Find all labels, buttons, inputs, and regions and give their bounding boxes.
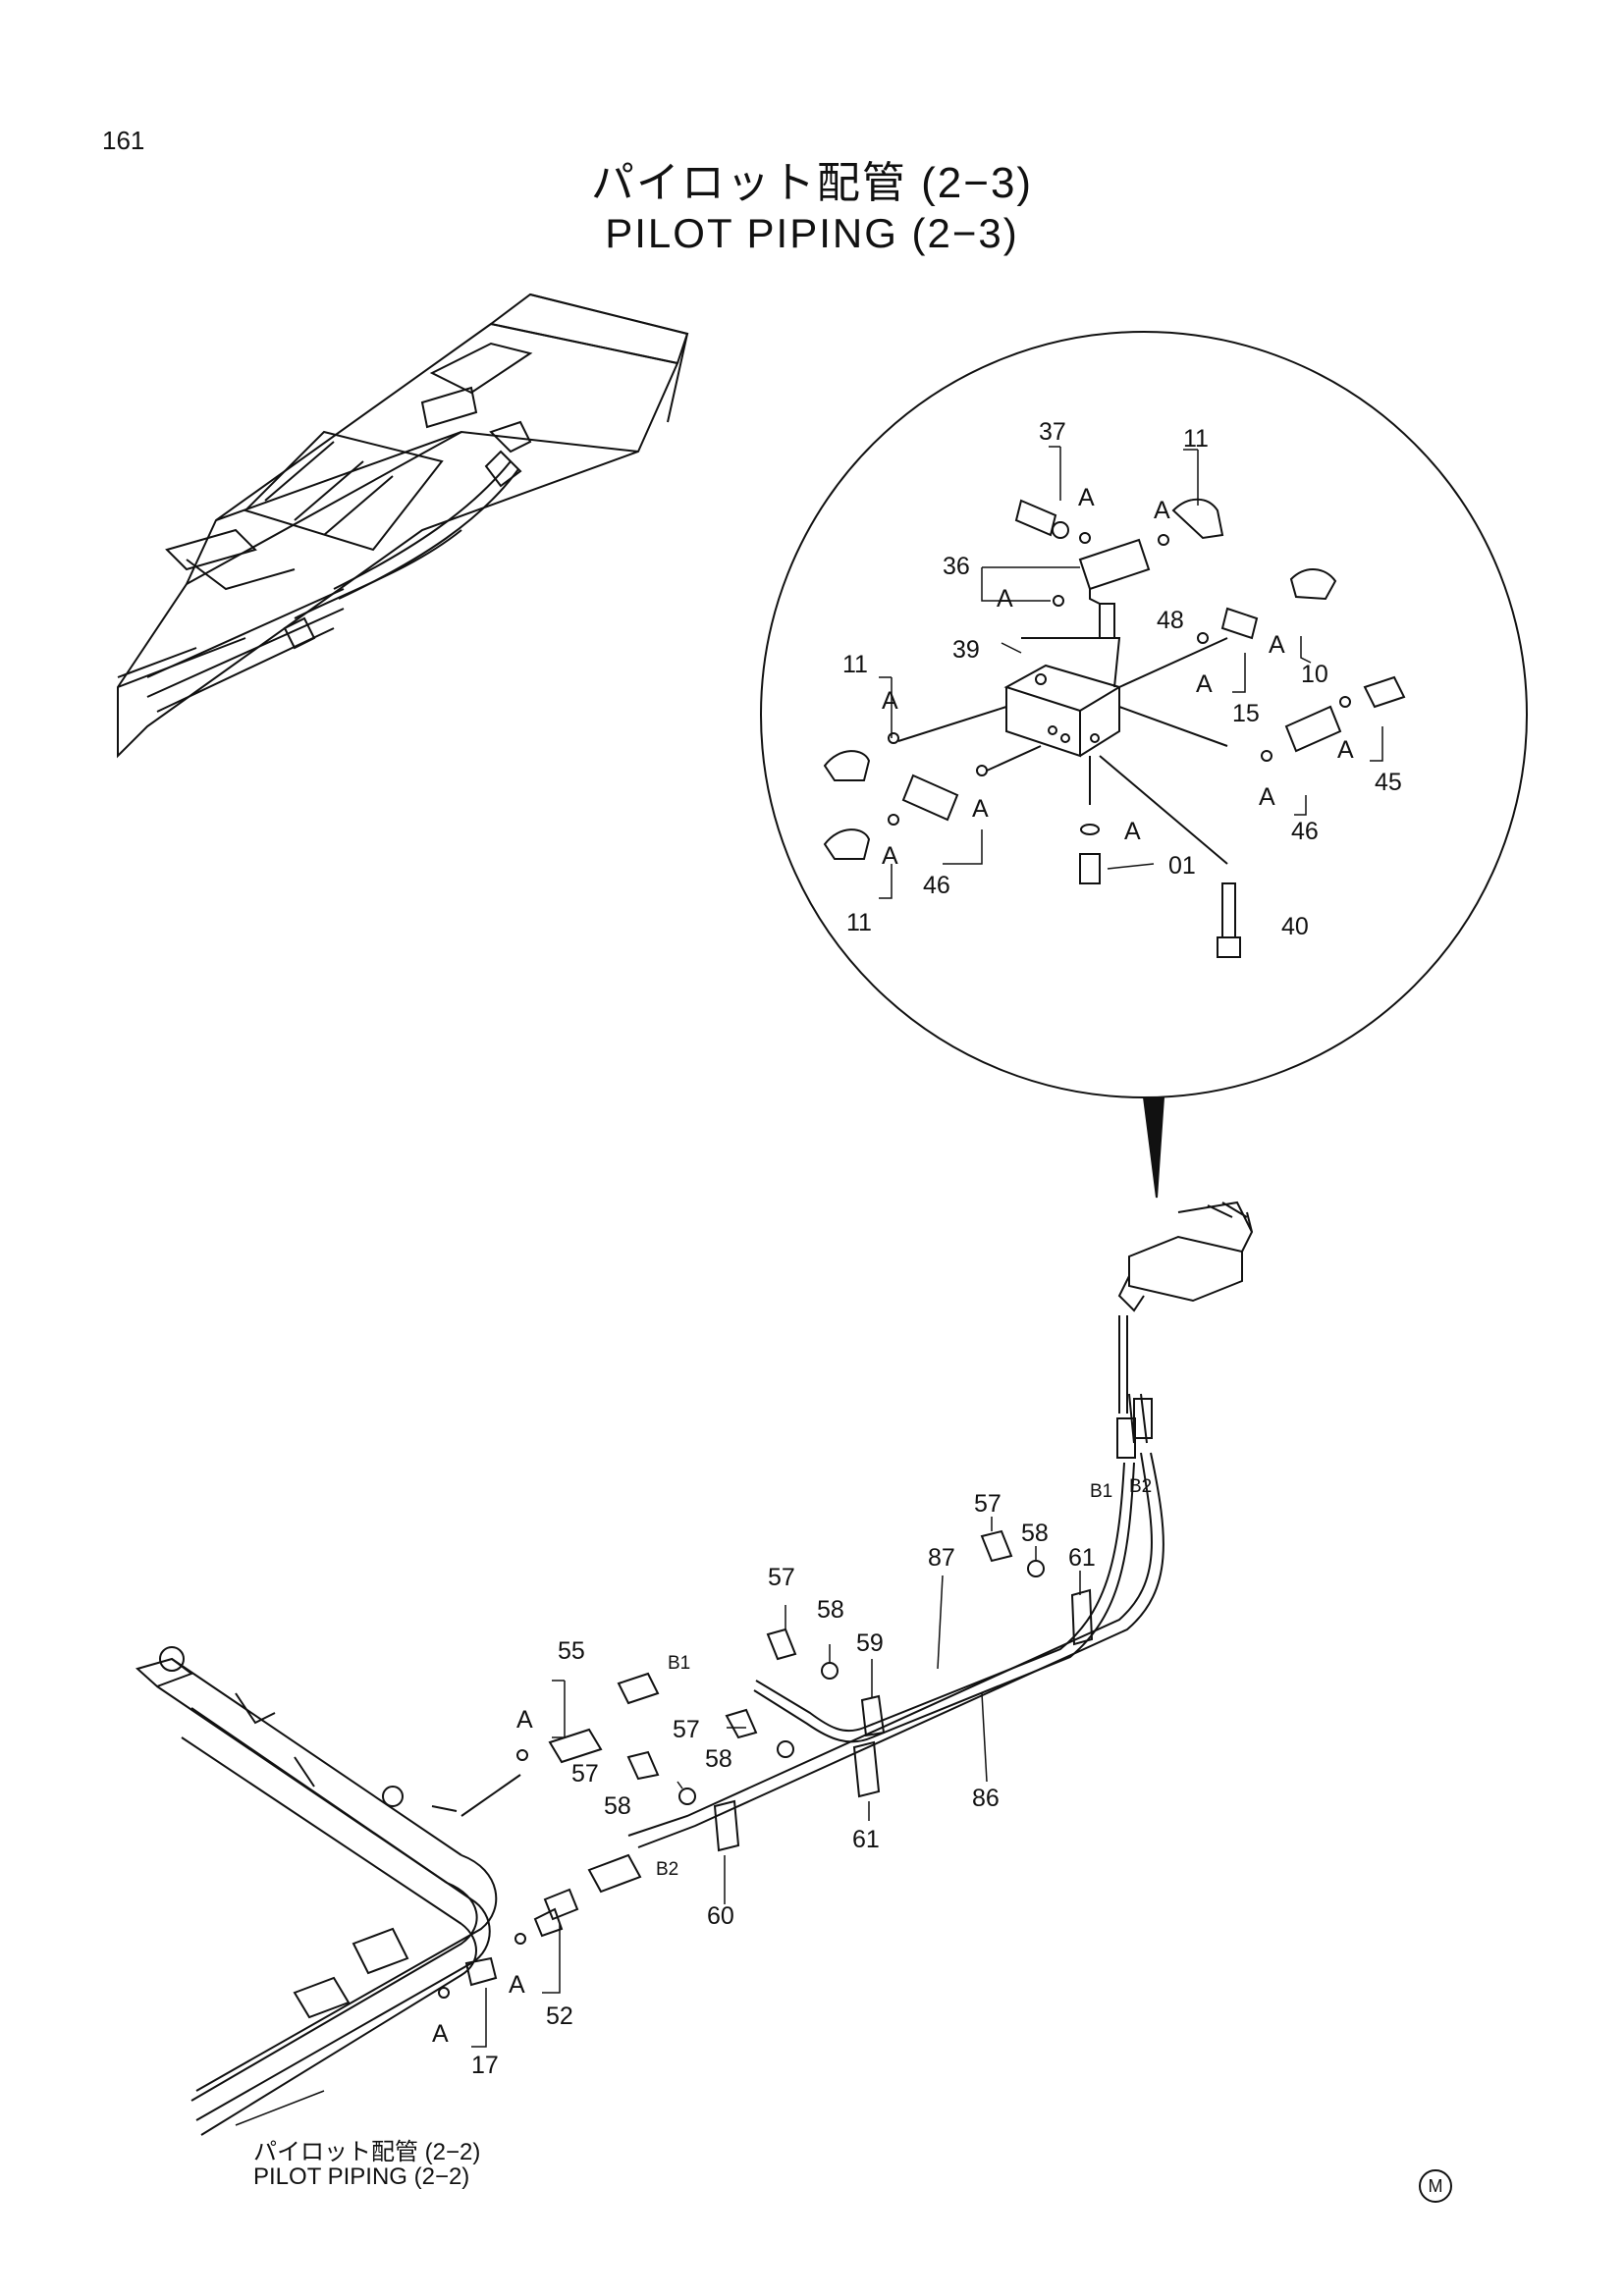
callout-37: 37	[1039, 418, 1066, 446]
callout-58-top: 58	[1021, 1520, 1049, 1547]
marker-a-46-right: A	[1259, 783, 1275, 811]
detail-fittings	[823, 498, 1406, 958]
detail-labels: 37 11 36 48 39 15 10 11 45 46 46 01 40 1…	[842, 418, 1402, 940]
callout-39: 39	[952, 636, 980, 664]
cross-reference-english: PILOT PIPING (2−2)	[253, 2163, 470, 2190]
callout-57-mid: 57	[768, 1564, 795, 1591]
callout-60: 60	[707, 1902, 734, 1930]
callout-48: 48	[1157, 607, 1184, 634]
callout-36: 36	[943, 553, 970, 580]
callout-87: 87	[928, 1544, 955, 1572]
callout-57-lower: 57	[673, 1716, 700, 1743]
hose-end-b1-left: B1	[668, 1653, 690, 1674]
valve-block-39	[1003, 664, 1122, 758]
corner-circled-mark: M	[1419, 2169, 1452, 2203]
callout-11-left-top: 11	[842, 651, 868, 678]
page-title-english: PILOT PIPING (2−3)	[605, 210, 1019, 256]
marker-a-45: A	[1337, 736, 1354, 764]
marker-a-52: A	[509, 1971, 525, 1999]
callout-58-mid: 58	[817, 1596, 844, 1624]
callout-46-left: 46	[923, 872, 950, 899]
marker-a-11-left-top: A	[882, 687, 898, 715]
detail-leader-lines	[879, 446, 1383, 899]
detail-pointer	[1142, 1096, 1165, 1199]
callout-61-bottom: 61	[852, 1826, 880, 1853]
callout-52: 52	[546, 2002, 573, 2030]
marker-a-11-top: A	[1154, 497, 1170, 524]
callout-86: 86	[972, 1785, 1000, 1812]
marker-a-36: A	[997, 585, 1013, 613]
marker-a-46-left: A	[972, 795, 989, 823]
detail-view-circle	[760, 331, 1528, 1098]
cross-reference-japanese: パイロット配管 (2−2)	[253, 2139, 481, 2165]
pilot-hoses	[438, 1315, 1164, 1999]
marker-a-37: A	[1078, 484, 1095, 511]
callout-01: 01	[1168, 852, 1196, 880]
callout-61-top: 61	[1068, 1544, 1096, 1572]
main-labels: 57 58 61 87 57 58 59 55 57 58 57 58 86 6…	[432, 1476, 1152, 2079]
callout-59: 59	[856, 1629, 884, 1657]
callout-55: 55	[558, 1637, 585, 1665]
marker-a-15: A	[1196, 670, 1213, 698]
callout-57-top: 57	[974, 1490, 1001, 1518]
callout-58-left: 58	[604, 1792, 631, 1820]
main-leader-lines	[235, 1517, 1081, 2126]
machine-overview-illustration	[117, 293, 689, 759]
hose-end-b1-top: B1	[1090, 1481, 1112, 1502]
marker-a-10: A	[1269, 631, 1285, 659]
page-number: 161	[102, 126, 145, 155]
marker-a-55: A	[516, 1706, 533, 1734]
callout-45: 45	[1375, 769, 1402, 796]
marker-a-01: A	[1124, 818, 1141, 845]
callout-17: 17	[471, 2052, 499, 2079]
callout-11-top: 11	[1183, 425, 1209, 453]
callout-40: 40	[1281, 913, 1309, 940]
callout-15: 15	[1232, 700, 1260, 727]
page-title-japanese: パイロット配管 (2−3)	[590, 159, 1034, 207]
marker-a-11-left-bottom: A	[882, 842, 898, 870]
callout-58-lower: 58	[705, 1745, 732, 1773]
boom-pipe-structure	[135, 1646, 521, 2136]
hose-end-b2-top: B2	[1129, 1476, 1152, 1497]
hose-end-b2-left: B2	[656, 1859, 678, 1880]
marker-a-17: A	[432, 2020, 449, 2048]
pilot-valve-assembly	[1117, 1201, 1254, 1312]
callout-11-left-bottom: 11	[846, 909, 872, 936]
callout-10: 10	[1301, 661, 1328, 688]
callout-46-right: 46	[1291, 818, 1319, 845]
callout-57-left: 57	[571, 1760, 599, 1788]
